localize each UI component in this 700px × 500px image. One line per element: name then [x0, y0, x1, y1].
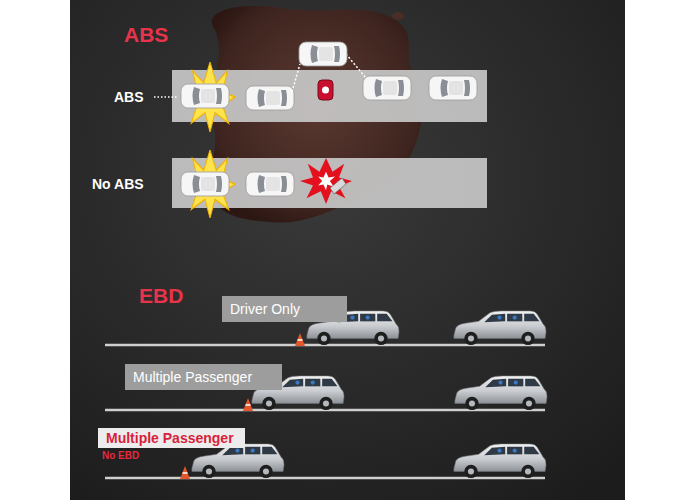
car-top-view: [246, 86, 294, 110]
crashed-object: [330, 178, 346, 194]
obstacle-mark: [322, 87, 329, 94]
mud-drop: [392, 12, 404, 20]
box-text: Multiple Passenger: [98, 428, 242, 448]
suv-car: [455, 376, 547, 410]
cone-stripe: [183, 472, 188, 474]
car-top-view: [181, 172, 229, 196]
car-top-view: [363, 76, 411, 100]
traffic-cone: [295, 333, 305, 346]
car-top-view: [181, 84, 229, 108]
box-subtext: No EBD: [102, 450, 139, 462]
car-top-view: [299, 42, 347, 66]
traffic-cone: [180, 466, 190, 479]
lane-label: ABS: [114, 89, 144, 106]
obstacle: [318, 80, 333, 100]
box-text: Multiple Passenger: [125, 364, 260, 390]
car-top-view: [246, 172, 294, 196]
slide-background: [70, 0, 625, 500]
section-heading: ABS: [124, 22, 168, 47]
suv-car: [454, 311, 546, 345]
box-text: Driver Only: [222, 296, 308, 322]
road-line: [105, 477, 545, 480]
lane-label: No ABS: [92, 176, 144, 193]
suv-car: [454, 444, 546, 478]
suv-car: [192, 444, 284, 478]
label-box: Multiple PassengerNo EBD: [98, 428, 245, 448]
label-box: Driver Only: [222, 296, 347, 322]
traffic-cone: [243, 398, 253, 411]
crash-burst: [300, 158, 352, 204]
section-heading: EBD: [139, 283, 183, 308]
cone-stripe: [298, 339, 303, 341]
leader-line: [154, 96, 178, 98]
car-top-view: [429, 76, 477, 100]
label-box: Multiple Passenger: [125, 364, 282, 390]
cone-stripe: [246, 404, 251, 406]
